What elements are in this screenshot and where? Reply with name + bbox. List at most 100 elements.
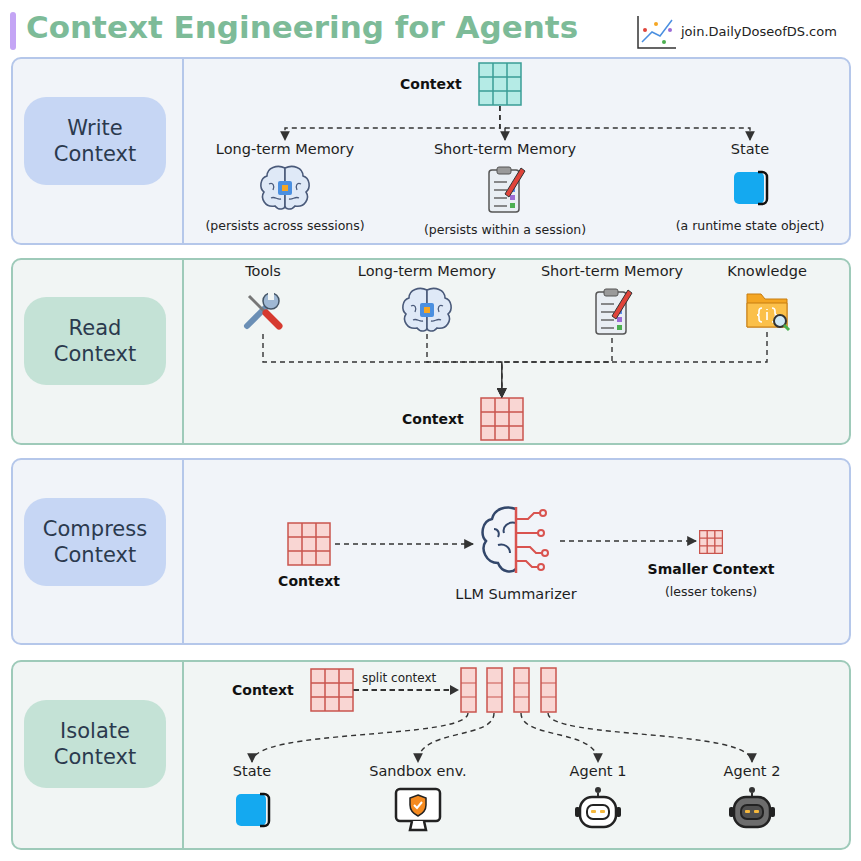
llm-summarizer-icon	[476, 503, 556, 579]
small-grid-icon	[699, 530, 723, 554]
section-pill: Write Context	[24, 97, 166, 185]
edge-label: split context	[362, 671, 436, 685]
logo-dot	[668, 28, 672, 32]
icon-node: Smaller Context (lesser tokens)	[643, 530, 779, 600]
logo-axes	[638, 16, 676, 48]
node-label: Tools	[245, 262, 281, 280]
dashed-connector	[502, 338, 612, 397]
strip-cells	[461, 683, 556, 697]
brain-icon	[399, 286, 455, 334]
logo-dot	[643, 28, 647, 32]
agent-robot-icon	[727, 786, 777, 832]
clipboard-icon	[483, 164, 527, 216]
dashed-connector	[263, 334, 502, 397]
dashed-connector	[252, 690, 468, 762]
context-strip	[514, 668, 529, 712]
panel-divider	[182, 662, 184, 848]
context-grid-icon	[287, 522, 331, 566]
icon-node: Short-term Memory (persists within a sess…	[405, 140, 605, 238]
context-grid-node: Context	[402, 397, 524, 441]
node-label: Long-term Memory	[216, 140, 354, 158]
panel-divider	[182, 59, 184, 243]
dashed-connector	[335, 543, 473, 544]
context-grid-icon	[480, 397, 524, 441]
context-strip	[487, 668, 502, 712]
context-strip	[541, 668, 556, 712]
dashed-connector	[500, 106, 750, 140]
icon-node: State	[207, 762, 297, 834]
icon-node: State (a runtime state object)	[655, 140, 845, 234]
node-label: State	[731, 140, 769, 158]
dashed-connector	[354, 690, 752, 762]
node-note: (a runtime state object)	[676, 218, 825, 234]
knowledge-folder-icon	[743, 286, 791, 332]
context-grid-node: Context	[232, 668, 354, 712]
node-label: Long-term Memory	[358, 262, 496, 280]
dashed-connector	[354, 690, 598, 762]
icon-node: Long-term Memory (persists across session…	[185, 140, 385, 234]
icon-node: Context	[271, 522, 347, 590]
panel-divider	[182, 460, 184, 643]
icon-node: Short-term Memory	[532, 262, 692, 338]
dashed-connector	[285, 106, 500, 140]
node-label: Context	[402, 410, 464, 428]
logo-dot	[654, 22, 658, 26]
node-label: Context	[278, 572, 340, 590]
icon-node: Agent 1	[553, 762, 643, 832]
context-grid-icon	[310, 668, 354, 712]
node-label: Short-term Memory	[541, 262, 683, 280]
node-label: Read Context	[34, 315, 156, 368]
section-pill: Read Context	[24, 297, 166, 385]
node-note: (persists across sessions)	[205, 218, 364, 234]
node-note: (lesser tokens)	[665, 584, 757, 600]
state-icon	[228, 786, 276, 834]
node-label: Write Context	[34, 115, 156, 168]
node-label: Compress Context	[34, 516, 156, 569]
icon-node: LLM Summarizer	[448, 503, 584, 603]
logo-line	[642, 20, 672, 42]
split-strips	[461, 668, 556, 712]
dashed-connector	[502, 332, 767, 397]
dashed-connector	[500, 106, 505, 140]
logo-dot	[662, 40, 666, 44]
dashed-connector	[560, 540, 696, 541]
clipboard-icon	[590, 286, 634, 338]
context-strip	[461, 668, 476, 712]
context-grid-node: Context	[400, 62, 522, 106]
context-grid-icon	[478, 62, 522, 106]
node-label: Context	[400, 75, 462, 93]
node-label: Sandbox env.	[369, 762, 466, 780]
node-label: Knowledge	[727, 262, 807, 280]
icon-node: Agent 2	[707, 762, 797, 832]
node-label: Isolate Context	[34, 718, 156, 771]
node-label: Agent 1	[570, 762, 627, 780]
accent-bar	[10, 12, 16, 50]
node-label: State	[233, 762, 271, 780]
section-pill: Compress Context	[24, 498, 166, 586]
node-label: LLM Summarizer	[455, 585, 576, 603]
icon-node: Knowledge	[712, 262, 822, 332]
node-note: (persists within a session)	[424, 222, 586, 238]
watermark-text: join.DailyDoseofDS.com	[681, 24, 837, 39]
tools-icon	[239, 286, 287, 334]
node-label: Context	[232, 681, 294, 699]
dashed-connector	[354, 690, 494, 762]
brain-icon	[257, 164, 313, 212]
agent-robot-icon	[573, 786, 623, 832]
logo-chart	[638, 16, 676, 48]
icon-node: Sandbox env.	[358, 762, 478, 834]
icon-node: Tools	[208, 262, 318, 334]
section-pill: Isolate Context	[24, 700, 166, 788]
dashed-connector	[427, 334, 502, 397]
diagram-title: Context Engineering for Agents	[26, 9, 578, 45]
node-label: Agent 2	[724, 762, 781, 780]
sandbox-monitor-icon	[393, 786, 443, 834]
panel-divider	[182, 260, 184, 443]
icon-node: Long-term Memory	[347, 262, 507, 334]
split-arrowhead	[450, 685, 459, 695]
node-label: Smaller Context	[648, 560, 775, 578]
state-icon	[726, 164, 774, 212]
node-label: Short-term Memory	[434, 140, 576, 158]
